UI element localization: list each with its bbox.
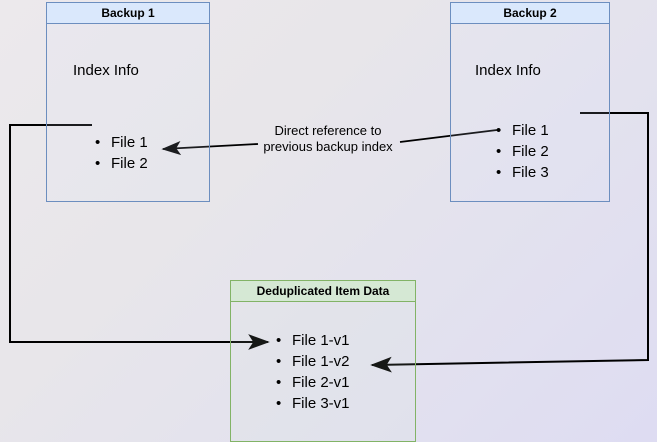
box-backup-2-title: Backup 2 (450, 2, 610, 24)
list-item: File 2 (95, 153, 148, 174)
list-item: File 2 (496, 141, 549, 162)
list-item: File 1 (496, 120, 549, 141)
box-backup-1-title: Backup 1 (46, 2, 210, 24)
box-backup-2[interactable]: Backup 2 Index Info File 1 File 2 File 3 (450, 2, 610, 202)
edge-label-direct-reference: Direct reference to previous backup inde… (250, 123, 406, 155)
box-backup-1-file-list: File 1 File 2 (95, 132, 148, 174)
box-deduplicated-file-list: File 1-v1 File 1-v2 File 2-v1 File 3-v1 (276, 330, 350, 414)
list-item: File 3-v1 (276, 393, 350, 414)
list-item: File 1-v1 (276, 330, 350, 351)
box-backup-1[interactable]: Backup 1 Index Info File 1 File 2 (46, 2, 210, 202)
edge-label-line-1: Direct reference to (274, 123, 382, 138)
box-backup-2-file-list: File 1 File 2 File 3 (496, 120, 549, 183)
box-backup-2-body: Index Info File 1 File 2 File 3 (450, 24, 610, 202)
box-deduplicated-title: Deduplicated Item Data (230, 280, 416, 302)
edge-label-line-2: previous backup index (263, 139, 393, 154)
box-backup-1-subtitle: Index Info (73, 62, 139, 79)
box-deduplicated-item-data[interactable]: Deduplicated Item Data File 1-v1 File 1-… (230, 280, 416, 442)
list-item: File 1 (95, 132, 148, 153)
box-backup-2-subtitle: Index Info (475, 62, 541, 79)
box-backup-1-body: Index Info File 1 File 2 (46, 24, 210, 202)
box-deduplicated-body: File 1-v1 File 1-v2 File 2-v1 File 3-v1 (230, 302, 416, 442)
list-item: File 1-v2 (276, 351, 350, 372)
list-item: File 2-v1 (276, 372, 350, 393)
list-item: File 3 (496, 162, 549, 183)
